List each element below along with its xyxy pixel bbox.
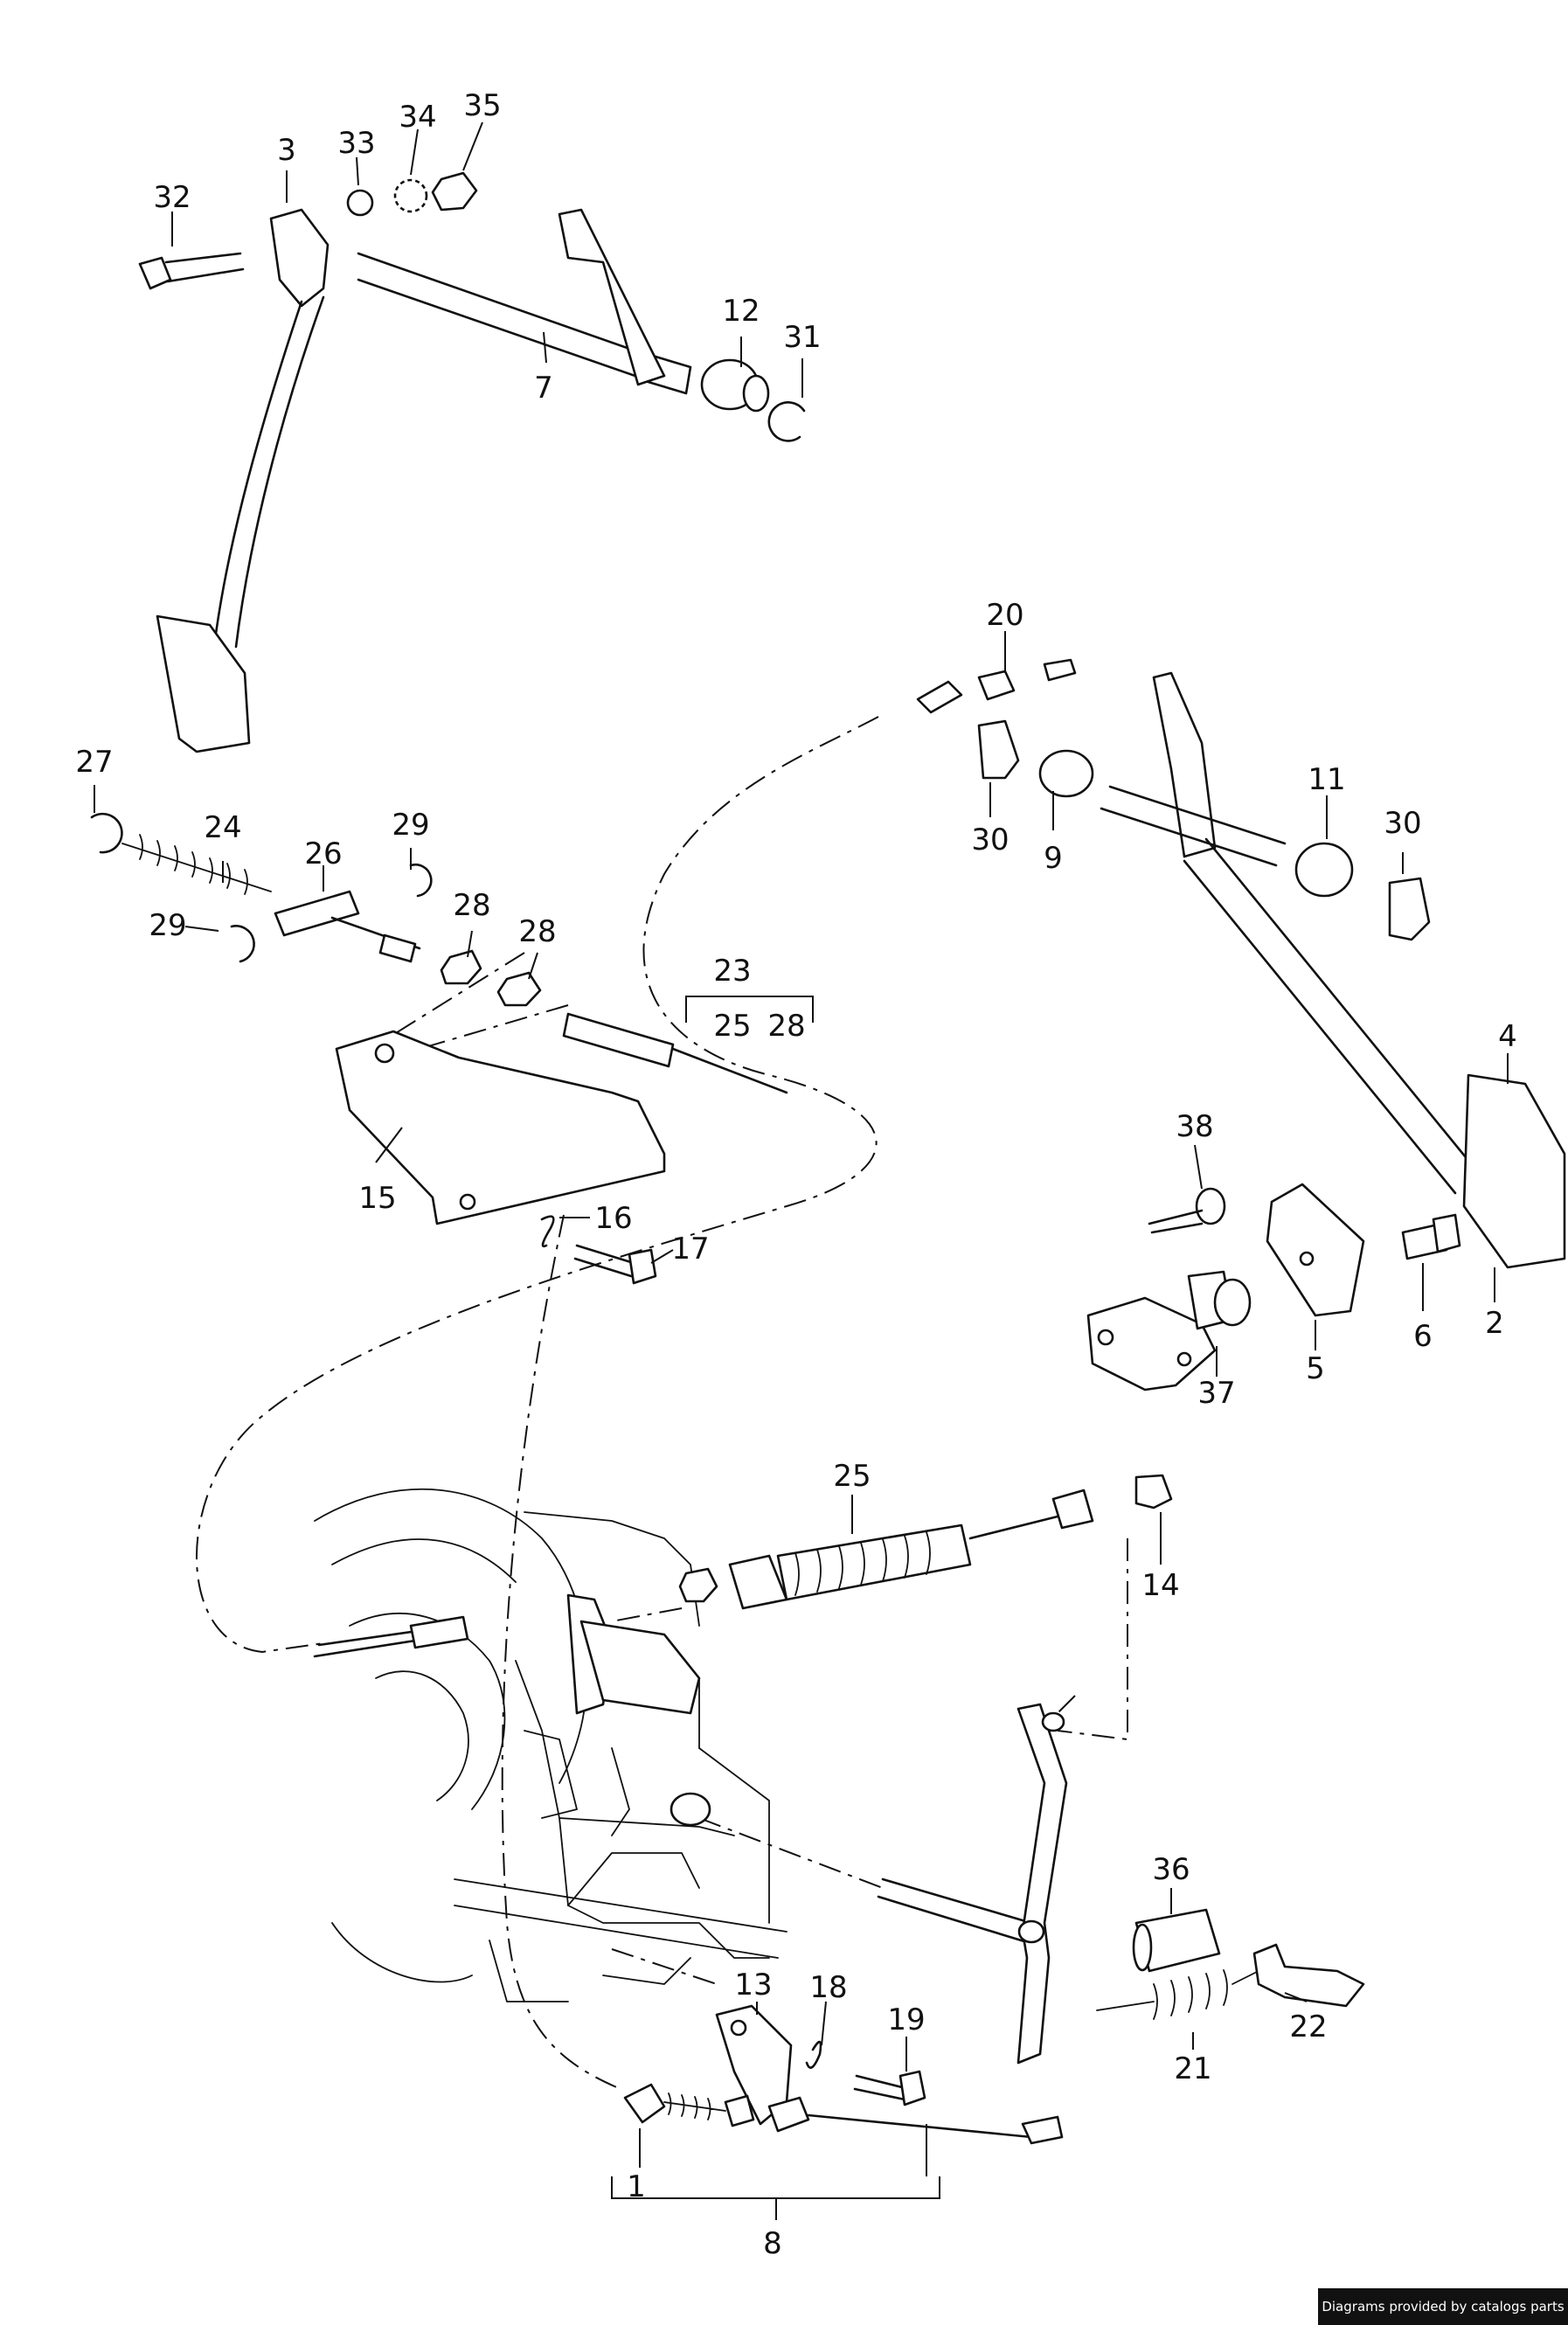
bracket-8-group xyxy=(611,2176,940,2199)
callout-8: 8 xyxy=(763,2226,782,2261)
bushing-9 xyxy=(1038,749,1094,798)
bushing-12 xyxy=(700,358,770,413)
credit-badge: Diagrams provided by catalogs parts xyxy=(1318,2288,1568,2325)
nut-28-b xyxy=(496,971,542,1007)
plate-5 xyxy=(1266,1183,1365,1317)
callout-29-bottom: 29 xyxy=(149,908,186,943)
callout-labels: 32 3 33 34 35 7 12 31 20 30 9 11 30 27 2… xyxy=(75,88,1516,2261)
callout-16: 16 xyxy=(594,1201,632,1236)
callout-21: 21 xyxy=(1174,2051,1211,2086)
pin-26 xyxy=(274,890,421,963)
adjusting-rod-23 xyxy=(562,1012,788,1094)
clip-29-top xyxy=(409,863,433,898)
callout-2: 2 xyxy=(1485,1306,1504,1341)
bolt-17 xyxy=(573,1244,657,1285)
circlip-31 xyxy=(767,401,806,442)
spring-pin-18 xyxy=(805,2040,822,2069)
bolt-6 xyxy=(1401,1213,1461,1260)
cable-shaft-left xyxy=(313,1615,469,1658)
callout-28-sub: 28 xyxy=(767,1009,805,1044)
callout-6: 6 xyxy=(1413,1319,1433,1354)
return-spring-21 xyxy=(1096,1969,1259,2020)
callout-12: 12 xyxy=(722,294,760,329)
callout-25: 25 xyxy=(833,1459,871,1494)
lock-washer-34 xyxy=(393,178,428,213)
clip-29-bottom xyxy=(230,925,255,963)
bushing-11 xyxy=(1294,842,1354,898)
callout-20: 20 xyxy=(986,598,1023,633)
callout-24: 24 xyxy=(204,810,241,845)
cable-routing xyxy=(196,716,1128,2090)
clip-14 xyxy=(1134,1474,1173,1510)
callout-14: 14 xyxy=(1141,1568,1179,1603)
callout-29-top: 29 xyxy=(392,808,429,843)
callout-32: 32 xyxy=(153,180,191,215)
nut-28-a xyxy=(440,949,482,985)
callout-3: 3 xyxy=(277,133,296,168)
pedal-bolt xyxy=(138,252,245,290)
leader-lines xyxy=(94,121,1509,2176)
washer-33 xyxy=(346,189,374,217)
cable-adjuster-1 xyxy=(623,2083,1064,2145)
callout-1: 1 xyxy=(627,2169,646,2204)
callout-4: 4 xyxy=(1498,1019,1517,1054)
pedal-shaft xyxy=(357,208,692,395)
nut-35 xyxy=(431,171,478,212)
callout-28-a: 28 xyxy=(453,888,490,923)
callout-27: 27 xyxy=(75,745,113,780)
clip-30-right xyxy=(1388,877,1431,941)
transmission-housing xyxy=(314,1488,787,2002)
callout-15: 15 xyxy=(358,1181,396,1216)
callout-38: 38 xyxy=(1176,1109,1213,1144)
callout-18: 18 xyxy=(809,1970,847,2005)
callout-7: 7 xyxy=(534,371,553,406)
callout-31: 31 xyxy=(783,320,821,355)
callout-13: 13 xyxy=(734,1968,772,2002)
cable-end-20 xyxy=(916,658,1077,714)
clutch-pedal xyxy=(156,208,330,753)
callout-19: 19 xyxy=(887,2002,925,2037)
cable-boot-25 xyxy=(678,1489,1094,1610)
release-lever xyxy=(877,1703,1068,2065)
callout-26: 26 xyxy=(304,836,342,871)
bracket-22 xyxy=(1252,1943,1365,2008)
bracket-15 xyxy=(335,1030,666,1225)
callout-22: 22 xyxy=(1289,2009,1327,2044)
switch-37 xyxy=(1086,1270,1252,1392)
spring-24 xyxy=(121,834,272,895)
callout-30-left: 30 xyxy=(971,822,1009,857)
callout-34: 34 xyxy=(399,100,436,135)
callout-17: 17 xyxy=(671,1232,709,1267)
callout-5: 5 xyxy=(1306,1351,1325,1386)
spring-pin-16 xyxy=(540,1215,555,1248)
callout-9: 9 xyxy=(1044,841,1063,876)
clip-27 xyxy=(90,812,123,854)
bolt-19 xyxy=(853,2070,926,2106)
callout-11: 11 xyxy=(1308,762,1345,797)
callout-35: 35 xyxy=(463,88,501,123)
brake-pedal xyxy=(1100,671,1566,1269)
callout-33: 33 xyxy=(337,126,375,161)
bracket-23-group xyxy=(685,996,814,1023)
callout-30-right: 30 xyxy=(1384,806,1421,841)
callout-37: 37 xyxy=(1197,1376,1235,1411)
callout-28-b: 28 xyxy=(518,914,556,949)
callout-25-sub: 25 xyxy=(713,1009,751,1044)
clip-30-left xyxy=(977,719,1020,780)
rubber-stop-36 xyxy=(1132,1908,1221,1973)
callout-36: 36 xyxy=(1152,1852,1190,1887)
screw-38 xyxy=(1148,1187,1226,1234)
callout-23: 23 xyxy=(713,954,751,989)
